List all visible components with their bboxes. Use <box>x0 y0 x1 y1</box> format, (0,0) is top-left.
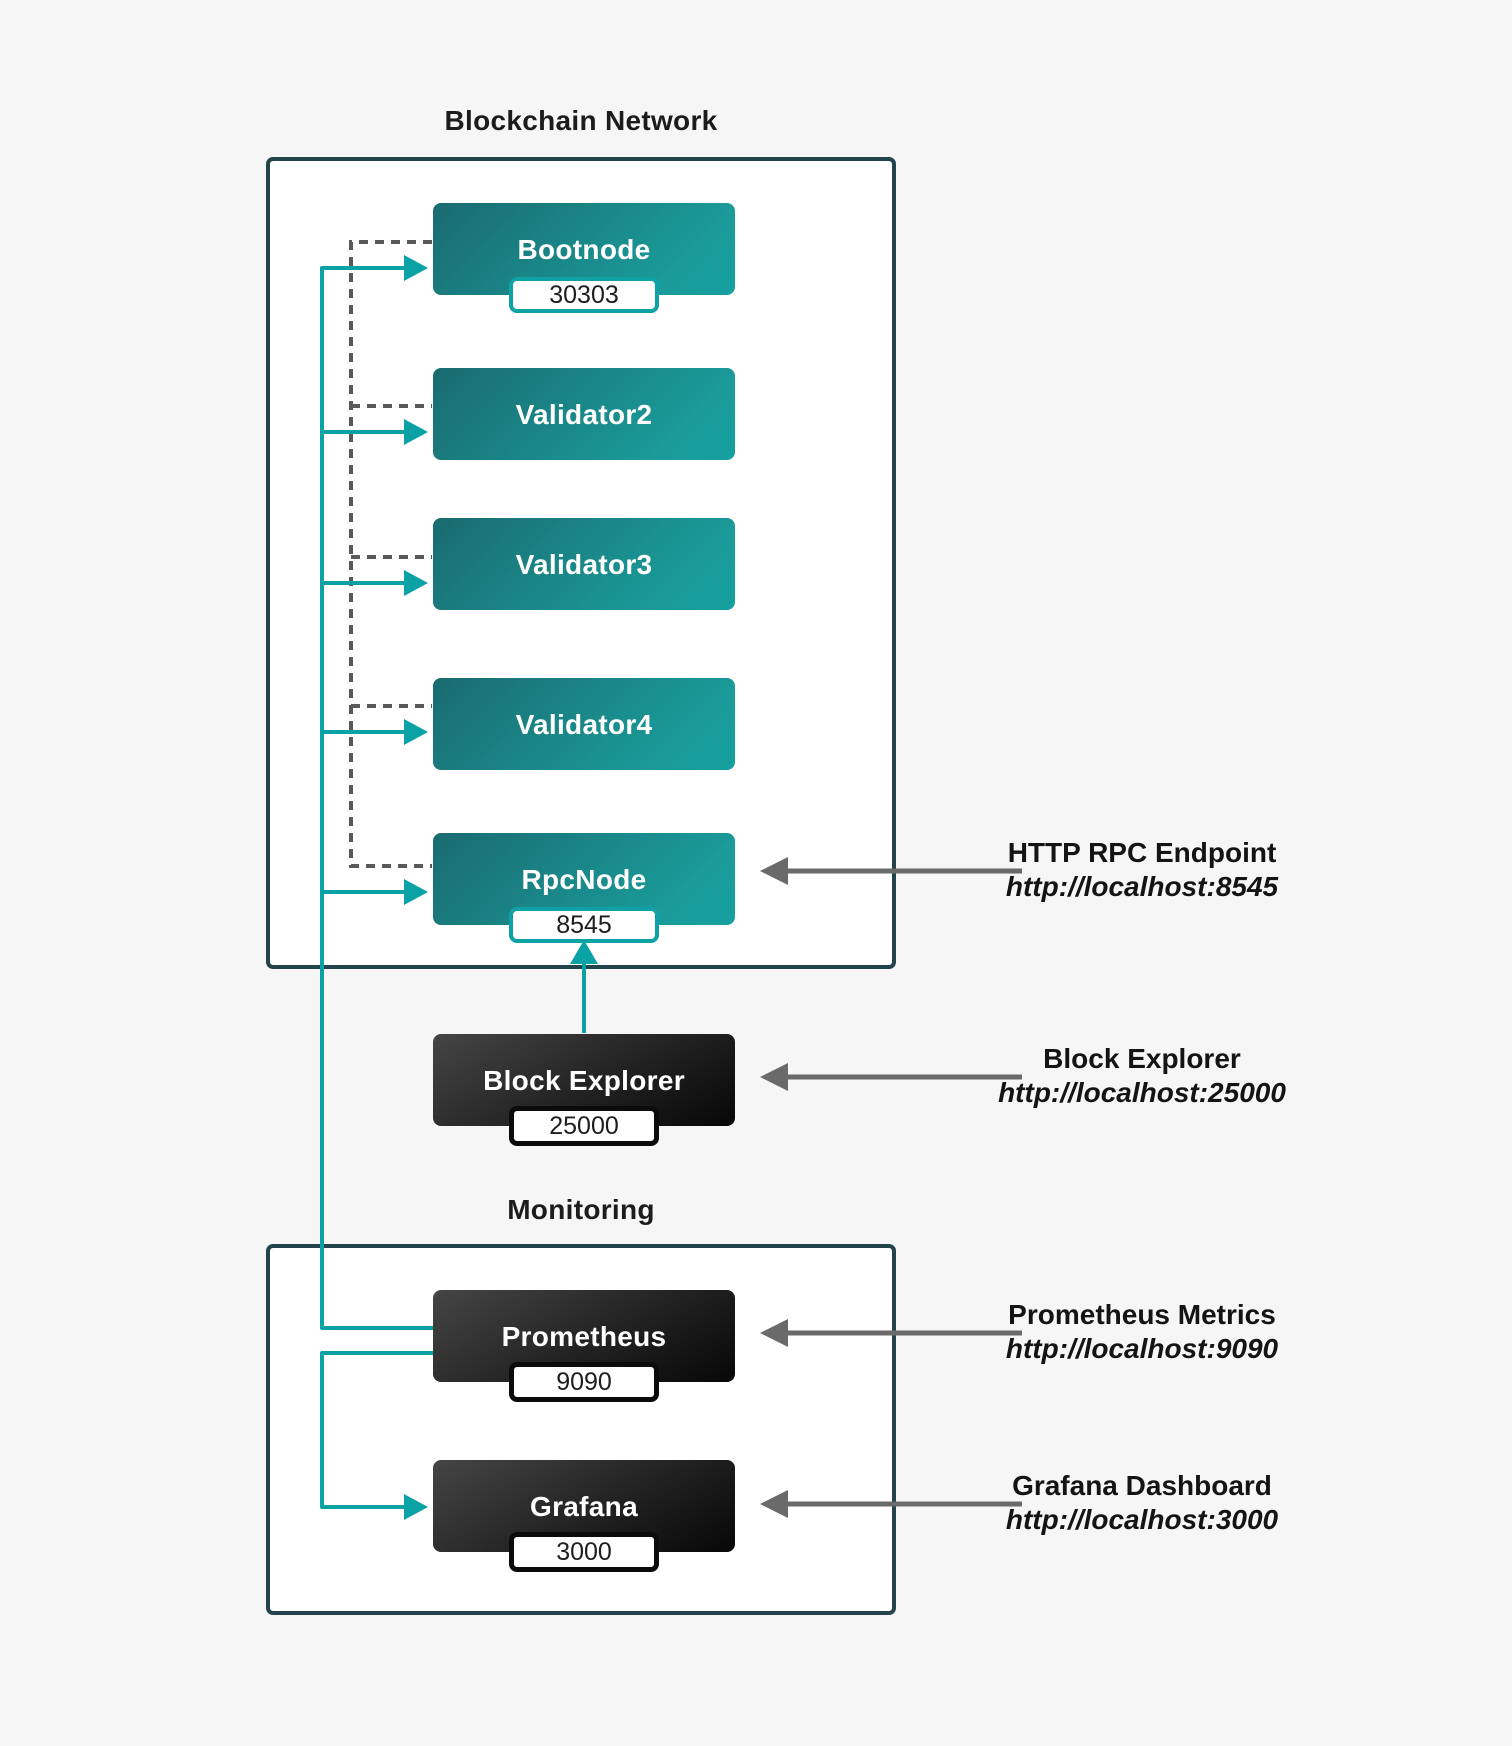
annotation-rpc-title: HTTP RPC Endpoint <box>1007 837 1277 868</box>
peer-dashed-line <box>349 240 432 868</box>
annotation-explorer-title: Block Explorer <box>1043 1043 1241 1074</box>
feed-arrow-validator4 <box>404 719 428 745</box>
node-grafana: Grafana 3000 <box>433 1460 735 1572</box>
node-prometheus-port-badge: 9090 <box>509 1362 659 1402</box>
node-prometheus-label: Prometheus <box>501 1321 667 1352</box>
node-rpcnode-port-badge: 8545 <box>509 907 659 943</box>
annotation-explorer-url: http://localhost:25000 <box>998 1077 1286 1108</box>
metrics-trunk-line <box>320 266 433 1330</box>
node-validator3: Validator3 <box>433 518 735 610</box>
node-block-explorer-label: Block Explorer <box>483 1065 685 1096</box>
node-validator4: Validator4 <box>433 678 735 770</box>
node-validator4-label: Validator4 <box>515 709 653 740</box>
annotation-grafana-dashboard: Grafana Dashboard http://localhost:3000 <box>952 1469 1332 1537</box>
annotation-prometheus-url: http://localhost:9090 <box>1005 1333 1279 1364</box>
node-bootnode-label: Bootnode <box>517 234 651 265</box>
node-validator2: Validator2 <box>433 368 735 460</box>
node-validator3-label: Validator3 <box>515 549 653 580</box>
feed-arrowheads <box>404 255 428 905</box>
feed-arrow-rpcnode <box>404 879 428 905</box>
annotation-rpc-endpoint: HTTP RPC Endpoint http://localhost:8545 <box>952 836 1332 904</box>
annotation-prometheus-title: Prometheus Metrics <box>1008 1299 1276 1330</box>
node-bootnode-port-badge: 30303 <box>509 277 659 313</box>
network-group-title: Blockchain Network <box>444 105 718 136</box>
annotation-arrows <box>788 868 1022 1507</box>
node-rpcnode: RpcNode 8545 <box>433 833 735 943</box>
feed-arrow-grafana <box>404 1494 428 1520</box>
feed-arrow-validator2 <box>404 419 428 445</box>
annotation-block-explorer: Block Explorer http://localhost:25000 <box>952 1042 1332 1110</box>
feed-arrow-bootnode <box>404 255 428 281</box>
annotation-grafana-title: Grafana Dashboard <box>1012 1470 1272 1501</box>
node-block-explorer: Block Explorer 25000 <box>433 1034 735 1146</box>
node-prometheus: Prometheus 9090 <box>433 1290 735 1402</box>
node-grafana-label: Grafana <box>530 1491 638 1522</box>
node-rpcnode-label: RpcNode <box>521 864 647 895</box>
node-grafana-port-badge: 3000 <box>509 1532 659 1572</box>
explorer-rpcnode-arrow <box>570 940 598 1033</box>
annotation-prometheus-metrics: Prometheus Metrics http://localhost:9090 <box>952 1298 1332 1366</box>
annotation-arrowheads <box>760 857 788 1518</box>
prometheus-grafana-line <box>320 1351 433 1520</box>
node-validator2-label: Validator2 <box>515 399 653 430</box>
annotation-rpc-url: http://localhost:8545 <box>1005 871 1279 902</box>
node-block-explorer-port-badge: 25000 <box>509 1106 659 1146</box>
annotation-grafana-url: http://localhost:3000 <box>1005 1504 1279 1535</box>
node-bootnode: Bootnode 30303 <box>433 203 735 313</box>
monitoring-group-title: Monitoring <box>507 1194 655 1225</box>
feed-arrow-validator3 <box>404 570 428 596</box>
